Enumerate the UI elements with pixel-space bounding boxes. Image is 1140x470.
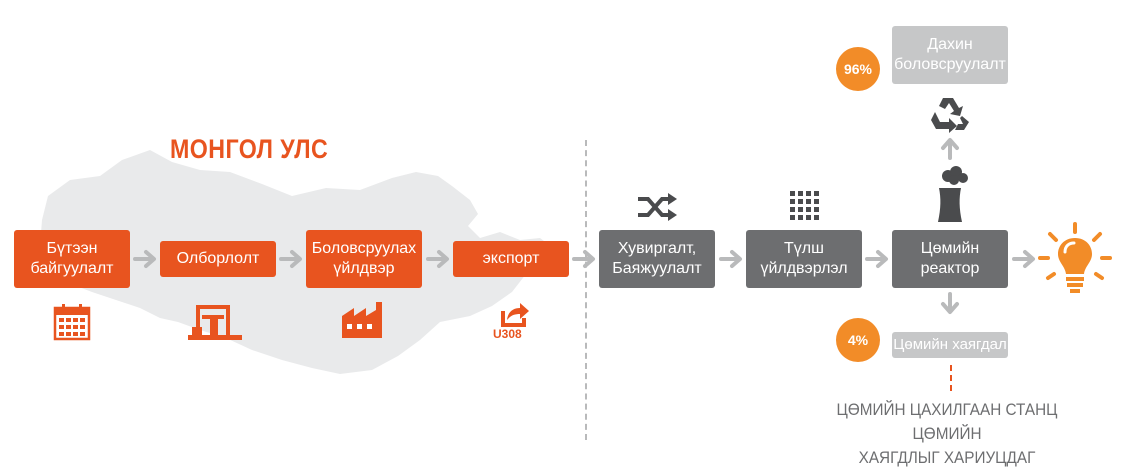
arrow-down-icon [941, 292, 959, 314]
waste-caption-connector [950, 365, 952, 391]
region-divider [585, 140, 587, 440]
cooling-tower-icon [938, 166, 968, 222]
calendar-icon [53, 304, 91, 341]
waste-box: Цөмийн хаягдал [892, 332, 1008, 358]
arrow-right-icon [572, 250, 595, 268]
recycle-box: Дахин боловсруулалт [892, 26, 1008, 84]
arrow-right-icon [279, 250, 302, 268]
factory-icon [342, 302, 382, 338]
export-icon-caption: U308 [493, 327, 522, 341]
arrow-up-icon [941, 138, 959, 160]
recycle-icon [931, 98, 969, 133]
shuffle-icon [638, 193, 677, 221]
arrow-right-icon [133, 250, 156, 268]
fuel-grid-icon [790, 191, 819, 220]
step-conversion-enrichment: Хувиргалт, Баяжуулалт [599, 230, 715, 288]
step-fuel-fabrication: Түлш үйлдвэрлэл [746, 230, 862, 288]
step-construction: Бүтээн байгуулалт [14, 230, 130, 288]
arrow-right-icon [426, 250, 449, 268]
step-export: экспорт [453, 241, 569, 277]
mining-rig-icon [188, 305, 242, 340]
waste-percent-badge: 4% [836, 318, 880, 362]
responsibility-caption: ЦӨМИЙН ЦАХИЛГААН СТАНЦ ЦӨМИЙН ХАЯГДЛЫГ Х… [836, 400, 1058, 467]
recycle-percent-badge: 96% [836, 47, 880, 91]
step-mining: Олборлолт [160, 241, 276, 277]
country-title: МОНГОЛ УЛС [170, 134, 329, 164]
step-nuclear-reactor: Цөмийн реактор [892, 230, 1008, 288]
export-icon [501, 303, 529, 327]
arrow-right-icon [1012, 250, 1035, 268]
arrow-right-icon [865, 250, 888, 268]
arrow-right-icon [719, 250, 742, 268]
step-processing-plant: Боловсруулах үйлдвэр [306, 230, 422, 288]
flow-arrows [133, 138, 1035, 314]
light-bulb-icon [1038, 222, 1112, 293]
